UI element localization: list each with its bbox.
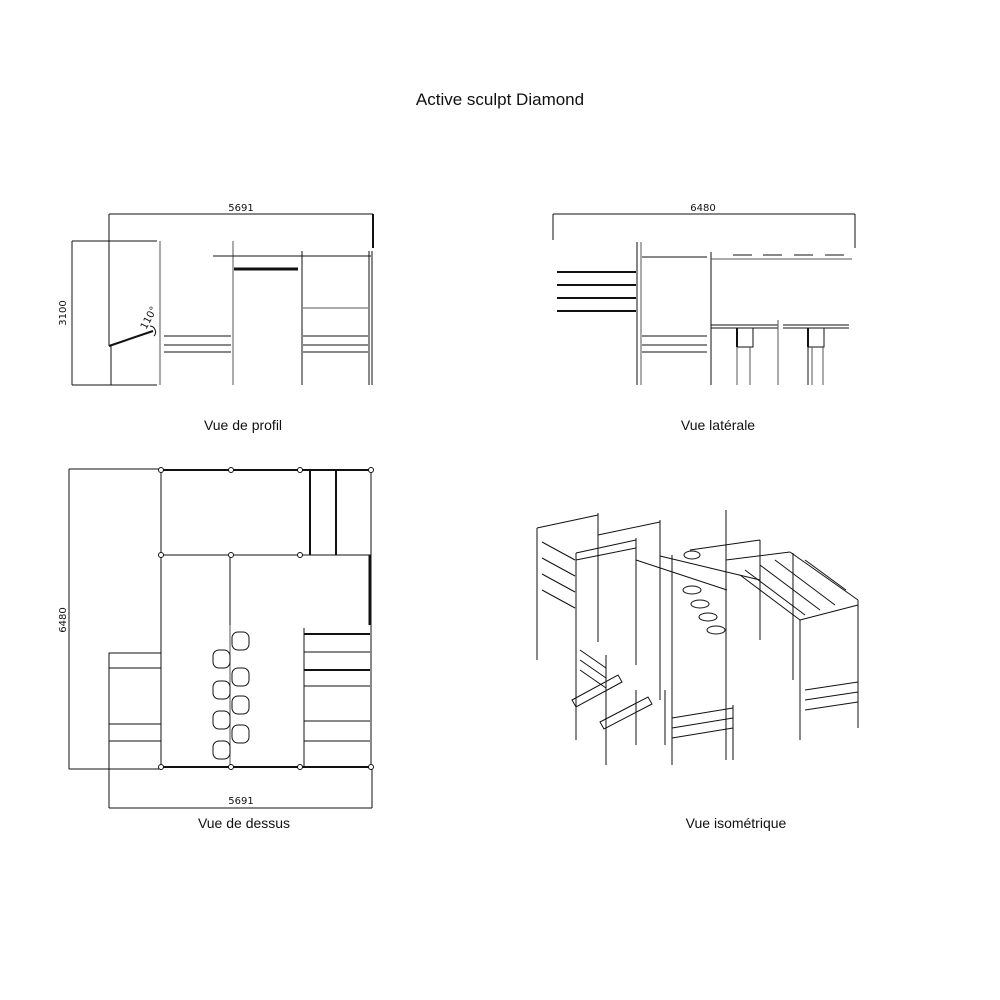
lateral-view: 6480 [552, 203, 856, 385]
isometric-view [536, 510, 859, 765]
profile-height-dim: 3100 [58, 300, 69, 325]
top-depth-dim: 6480 [58, 607, 69, 632]
top-view-label: Vue de dessus [197, 815, 291, 831]
profile-view: 5691 3100 110° [58, 203, 374, 386]
isometric-view-label: Vue isométrique [685, 815, 787, 831]
lateral-width-dim: 6480 [690, 203, 715, 214]
profile-view-label: Vue de profil [203, 417, 283, 433]
drawing-title: Active sculpt Diamond [415, 90, 585, 109]
profile-width-dim: 5691 [228, 203, 253, 214]
top-view: 6480 5691 [58, 467, 374, 809]
lateral-view-label: Vue latérale [680, 417, 756, 433]
top-width-dim: 5691 [228, 796, 253, 807]
profile-angle: 110° [139, 305, 160, 331]
